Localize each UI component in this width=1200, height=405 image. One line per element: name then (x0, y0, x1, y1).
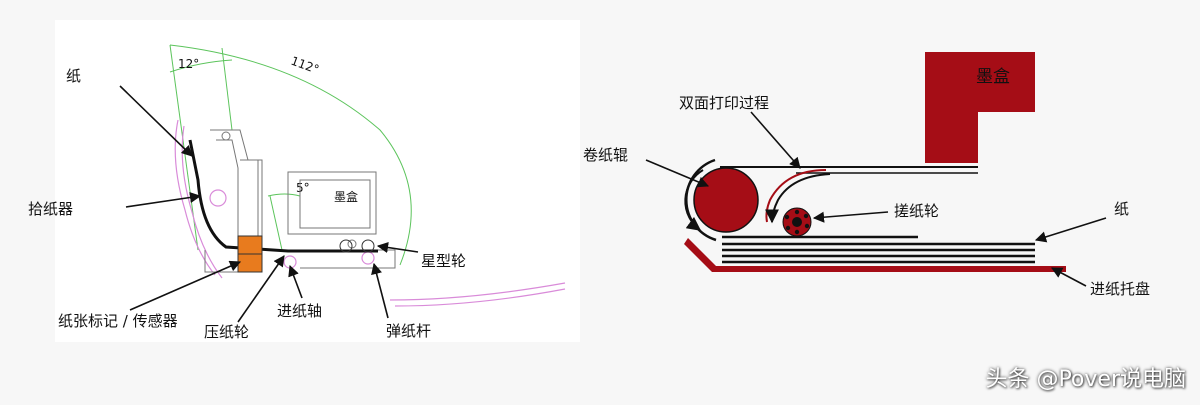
paper-arrow-right (1034, 217, 1107, 243)
right-ink-box-label: 墨盒 (976, 67, 1010, 87)
label-roller: 卷纸辊 (583, 146, 628, 164)
arc-5 (267, 193, 301, 197)
watermark: 头条 @Pover说电脑 (985, 367, 1186, 392)
arc-112 (169, 44, 412, 266)
label-pressure-wheel: 压纸轮 (204, 323, 249, 341)
angle-small-label: 12° (178, 57, 199, 71)
sensor-block-bottom (237, 253, 263, 273)
label-feed-shaft: 进纸轴 (277, 302, 322, 320)
pick-wheel-arrow (812, 211, 889, 223)
spring-lever-arrow (371, 262, 389, 319)
label-paper-right: 纸 (1114, 200, 1129, 218)
left-ink-box-label: 墨盒 (334, 189, 358, 204)
label-spring-lever: 弹纸杆 (386, 322, 431, 340)
angle-arcs (169, 44, 412, 266)
roller-rotation-arrow (684, 169, 704, 231)
left-diagram-background (55, 20, 580, 342)
feed-shaft-arrow (288, 264, 303, 299)
pick-wheel-hub (792, 217, 802, 227)
label-paper: 纸 (66, 67, 81, 85)
label-duplex: 双面打印过程 (679, 94, 769, 112)
pick-wheel-teeth (784, 209, 810, 235)
star-wheel-group (339, 239, 375, 253)
arc-12 (169, 59, 233, 73)
paper-path (188, 139, 378, 253)
roller-arrow (645, 159, 710, 188)
paper-arrow (119, 85, 193, 157)
angle-inner-label: 5° (296, 181, 310, 195)
sensor-arrow (129, 260, 242, 311)
duplex-curve-arrow (765, 173, 831, 224)
label-star-wheel: 星型轮 (421, 252, 466, 270)
label-pickup: 拾纸器 (28, 200, 73, 218)
left-diagram: 12° 112° 5° 墨盒 (28, 44, 566, 341)
label-tray: 进纸托盘 (1090, 280, 1150, 298)
pressure-wheel-arrow (237, 255, 285, 323)
feed-tray (684, 238, 1066, 272)
pickup-arrow (125, 191, 202, 208)
paper-stack (722, 235, 1035, 264)
right-diagram: 墨盒 (583, 52, 1150, 298)
sensor-block-top (237, 235, 263, 255)
label-pick-wheel: 搓纸轮 (894, 202, 939, 220)
tray-arrow (1051, 267, 1087, 287)
paper-roller (693, 167, 759, 233)
angle-large-label: 112° (289, 54, 321, 77)
star-wheel-arrow (376, 241, 419, 254)
ink-cartridge (925, 52, 1035, 163)
duplex-arrow (750, 111, 801, 169)
label-sensor: 纸张标记 / 传感器 (58, 312, 178, 330)
